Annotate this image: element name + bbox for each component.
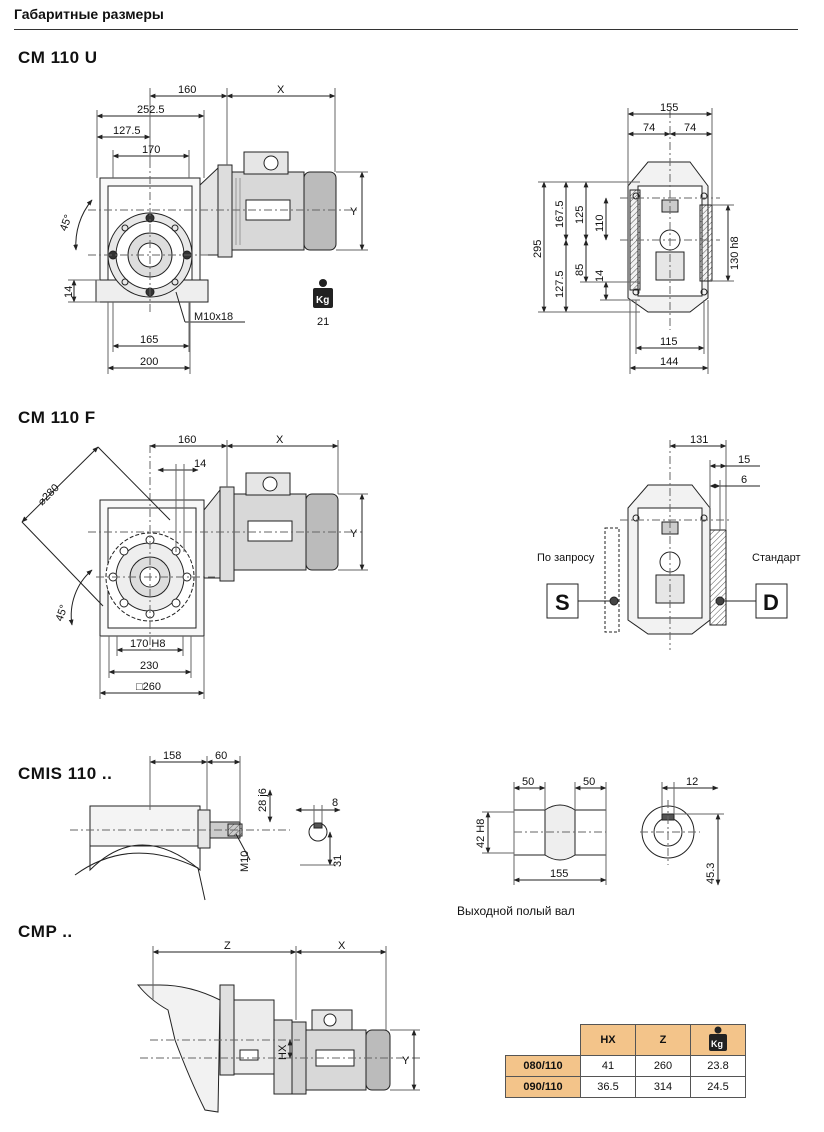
dim-f-230: 230 <box>140 660 158 672</box>
table-cell-z: 260 <box>635 1055 691 1077</box>
dim-side-144: 144 <box>660 356 678 368</box>
dim-h-155: 155 <box>550 868 568 880</box>
section-title-cm110f: CM 110 F <box>18 408 96 427</box>
dim-cmis-28: 28 j6 <box>257 788 269 812</box>
dim-f-y: Y <box>350 528 358 540</box>
dim-u-165: 165 <box>140 334 158 346</box>
table-cell-z: 314 <box>635 1076 691 1098</box>
dim-u-45: 45° <box>58 213 75 233</box>
svg-text:Kg: Kg <box>316 295 329 306</box>
hollow-shaft-view <box>482 782 724 886</box>
dim-u-m10: M10x18 <box>194 311 233 323</box>
cm110u-side-view <box>538 108 734 374</box>
section-title-cm110u: CM 110 U <box>18 48 98 67</box>
dim-u-x: X <box>277 84 285 96</box>
table-header-hx: HX <box>580 1024 636 1056</box>
dim-cmp-x: X <box>338 940 346 952</box>
dim-side-1275: 127.5 <box>554 270 566 298</box>
table-cell-model: 080/110 <box>505 1055 581 1077</box>
table-header-weight: Kg <box>690 1024 746 1056</box>
cm110f-front-view <box>21 440 368 699</box>
header-divider <box>14 29 798 30</box>
weight-kg-icon: Kg <box>709 1026 727 1051</box>
dim-side-74b: 74 <box>684 122 696 134</box>
dim-cmis-m10: M10 <box>239 851 251 872</box>
dim-u-200: 200 <box>140 356 158 368</box>
cmp-view <box>136 946 420 1113</box>
weight-kg-icon: Kg <box>313 279 333 308</box>
table-cell-hx: 36.5 <box>580 1076 636 1098</box>
dim-cmis-60: 60 <box>215 750 227 762</box>
cmis110-view <box>70 756 341 901</box>
table-row: 080/110 41 260 23.8 <box>505 1055 746 1077</box>
label-on-request: По запросу <box>537 552 595 564</box>
cmp-spec-table: HX Z Kg 080/110 41 260 23.8 090/110 36.5… <box>505 1024 746 1098</box>
dim-side-110: 110 <box>594 214 606 232</box>
table-cell-kg: 23.8 <box>690 1055 746 1077</box>
dim-side-1675: 167.5 <box>554 200 566 228</box>
dim-cmis-158: 158 <box>163 750 181 762</box>
cm110f-side-view <box>546 440 788 650</box>
dim-side-130h8: 130 h8 <box>729 236 741 270</box>
dim-u-252: 252.5 <box>137 104 165 116</box>
dim-fs-6: 6 <box>741 474 747 486</box>
table-header-z: Z <box>635 1024 691 1056</box>
dim-f-dia280: ⌀280 <box>36 482 62 508</box>
page-title: Габаритные размеры <box>14 6 164 22</box>
dim-u-160: 160 <box>178 84 196 96</box>
table-cell-kg: 24.5 <box>690 1076 746 1098</box>
cm110u-front-view: Kg <box>68 88 368 374</box>
option-s-box: S <box>555 590 570 615</box>
svg-text:Kg: Kg <box>711 1039 723 1049</box>
dim-side-74a: 74 <box>643 122 655 134</box>
weight-value: 21 <box>317 316 329 328</box>
dim-h-12: 12 <box>686 776 698 788</box>
dim-side-85: 85 <box>574 264 586 276</box>
dim-cmp-z: Z <box>224 940 231 952</box>
dim-side-14: 14 <box>594 270 606 282</box>
dim-h-42h8: 42 H8 <box>475 819 487 848</box>
dim-f-45: 45° <box>54 603 71 623</box>
dim-side-125: 125 <box>574 206 586 224</box>
dim-fs-15: 15 <box>738 454 750 466</box>
dim-f-260: □260 <box>136 681 161 693</box>
dim-u-y: Y <box>350 206 358 218</box>
dim-cmis-31: 31 <box>332 855 344 867</box>
dim-f-14: 14 <box>194 458 206 470</box>
dim-u-14: 14 <box>63 286 75 298</box>
table-cell-model: 090/110 <box>505 1076 581 1098</box>
dim-cmp-y: Y <box>402 1055 410 1067</box>
dim-cmp-hx: HX <box>277 1044 289 1060</box>
section-title-cmp: CMP .. <box>18 922 73 941</box>
dim-side-295: 295 <box>532 240 544 258</box>
option-d-box: D <box>763 590 779 615</box>
hollow-shaft-caption: Выходной полый вал <box>457 904 575 918</box>
table-row: 090/110 36.5 314 24.5 <box>505 1076 746 1098</box>
section-title-cmis110: CMIS 110 .. <box>18 764 113 783</box>
dim-h-453: 45.3 <box>705 863 717 884</box>
dim-f-170h8: 170 H8 <box>130 638 165 650</box>
dim-f-160: 160 <box>178 434 196 446</box>
dim-f-x: X <box>276 434 284 446</box>
table-cell-hx: 41 <box>580 1055 636 1077</box>
dim-h-50b: 50 <box>583 776 595 788</box>
dim-side-155: 155 <box>660 102 678 114</box>
dim-h-50a: 50 <box>522 776 534 788</box>
dim-cmis-8: 8 <box>332 797 338 809</box>
dim-side-115: 115 <box>660 336 678 348</box>
table-corner <box>505 1024 581 1056</box>
label-standard: Стандарт <box>752 552 801 564</box>
dim-u-127: 127.5 <box>113 125 141 137</box>
dim-u-170: 170 <box>142 144 160 156</box>
dim-fs-131: 131 <box>690 434 708 446</box>
